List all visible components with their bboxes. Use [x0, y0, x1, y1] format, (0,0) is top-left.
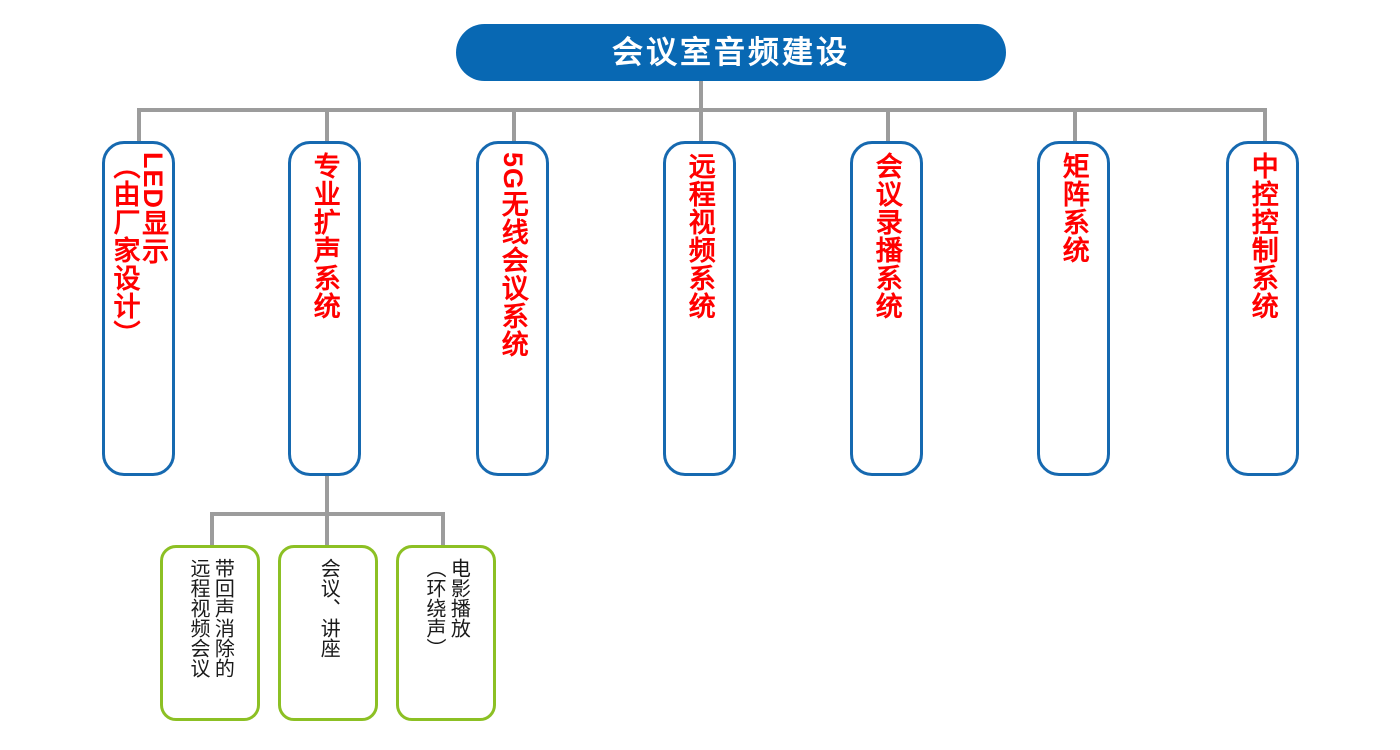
page-title: 会议室音频建设	[612, 35, 850, 70]
node-conference-recording-text: 会议录播系统	[853, 152, 920, 320]
node-movie-playback-text: 电影播放 （环绕声）	[399, 558, 493, 708]
node-wireless-5g-col-a: 5G无线会议系统	[497, 152, 528, 359]
node-aec-remote-video-text: 带回声消除的 远程视频会议	[163, 558, 257, 708]
node-movie-playback-col-a: 电影播放	[447, 558, 470, 638]
connector-drop-l2-1	[210, 512, 214, 548]
connector-drop-5	[886, 108, 890, 144]
node-meeting-lecture-col-a: 会议、讲座	[317, 558, 340, 658]
node-wireless-5g[interactable]: 5G无线会议系统	[476, 141, 549, 476]
node-central-control-col-a: 中控控制系统	[1247, 152, 1278, 320]
node-led-display[interactable]: LED显示 （由厂家设计）	[102, 141, 175, 476]
node-meeting-lecture[interactable]: 会议、讲座	[278, 545, 378, 721]
node-conference-recording-col-a: 会议录播系统	[871, 152, 902, 320]
node-pro-sound[interactable]: 专业扩声系统	[288, 141, 361, 476]
connector-drop-6	[1073, 108, 1077, 144]
node-wireless-5g-text: 5G无线会议系统	[479, 152, 546, 358]
connector-drop-7	[1263, 108, 1267, 144]
root-node[interactable]: 会议室音频建设	[456, 24, 1006, 81]
node-remote-video-text: 远程视频系统	[666, 152, 733, 320]
connector-drop-4	[699, 108, 703, 144]
node-pro-sound-col-a: 专业扩声系统	[309, 152, 340, 320]
node-aec-remote-video-col-b: 远程视频会议	[187, 558, 209, 678]
node-conference-recording[interactable]: 会议录播系统	[850, 141, 923, 476]
node-movie-playback[interactable]: 电影播放 （环绕声）	[396, 545, 496, 721]
node-led-display-text: LED显示 （由厂家设计）	[105, 152, 172, 348]
node-remote-video[interactable]: 远程视频系统	[663, 141, 736, 476]
node-matrix[interactable]: 矩阵系统	[1037, 141, 1110, 476]
connector-drop-3	[512, 108, 516, 144]
node-pro-sound-text: 专业扩声系统	[291, 152, 358, 320]
node-led-display-col-a: LED显示	[138, 152, 169, 265]
node-remote-video-col-a: 远程视频系统	[684, 152, 715, 320]
connector-root-stem	[699, 81, 703, 112]
connector-drop-2	[325, 108, 329, 144]
node-aec-remote-video[interactable]: 带回声消除的 远程视频会议	[160, 545, 260, 721]
connector-drop-1	[137, 108, 141, 144]
node-movie-playback-col-b: （环绕声）	[423, 558, 445, 658]
node-matrix-text: 矩阵系统	[1040, 152, 1107, 264]
node-central-control[interactable]: 中控控制系统	[1226, 141, 1299, 476]
node-central-control-text: 中控控制系统	[1229, 152, 1296, 320]
node-meeting-lecture-text: 会议、讲座	[281, 558, 375, 708]
node-aec-remote-video-col-a: 带回声消除的	[211, 558, 234, 678]
connector-drop-l2-3	[441, 512, 445, 548]
node-matrix-col-a: 矩阵系统	[1058, 152, 1089, 264]
connector-level2-bus	[210, 512, 445, 516]
node-led-display-col-b: （由厂家设计）	[109, 152, 140, 348]
